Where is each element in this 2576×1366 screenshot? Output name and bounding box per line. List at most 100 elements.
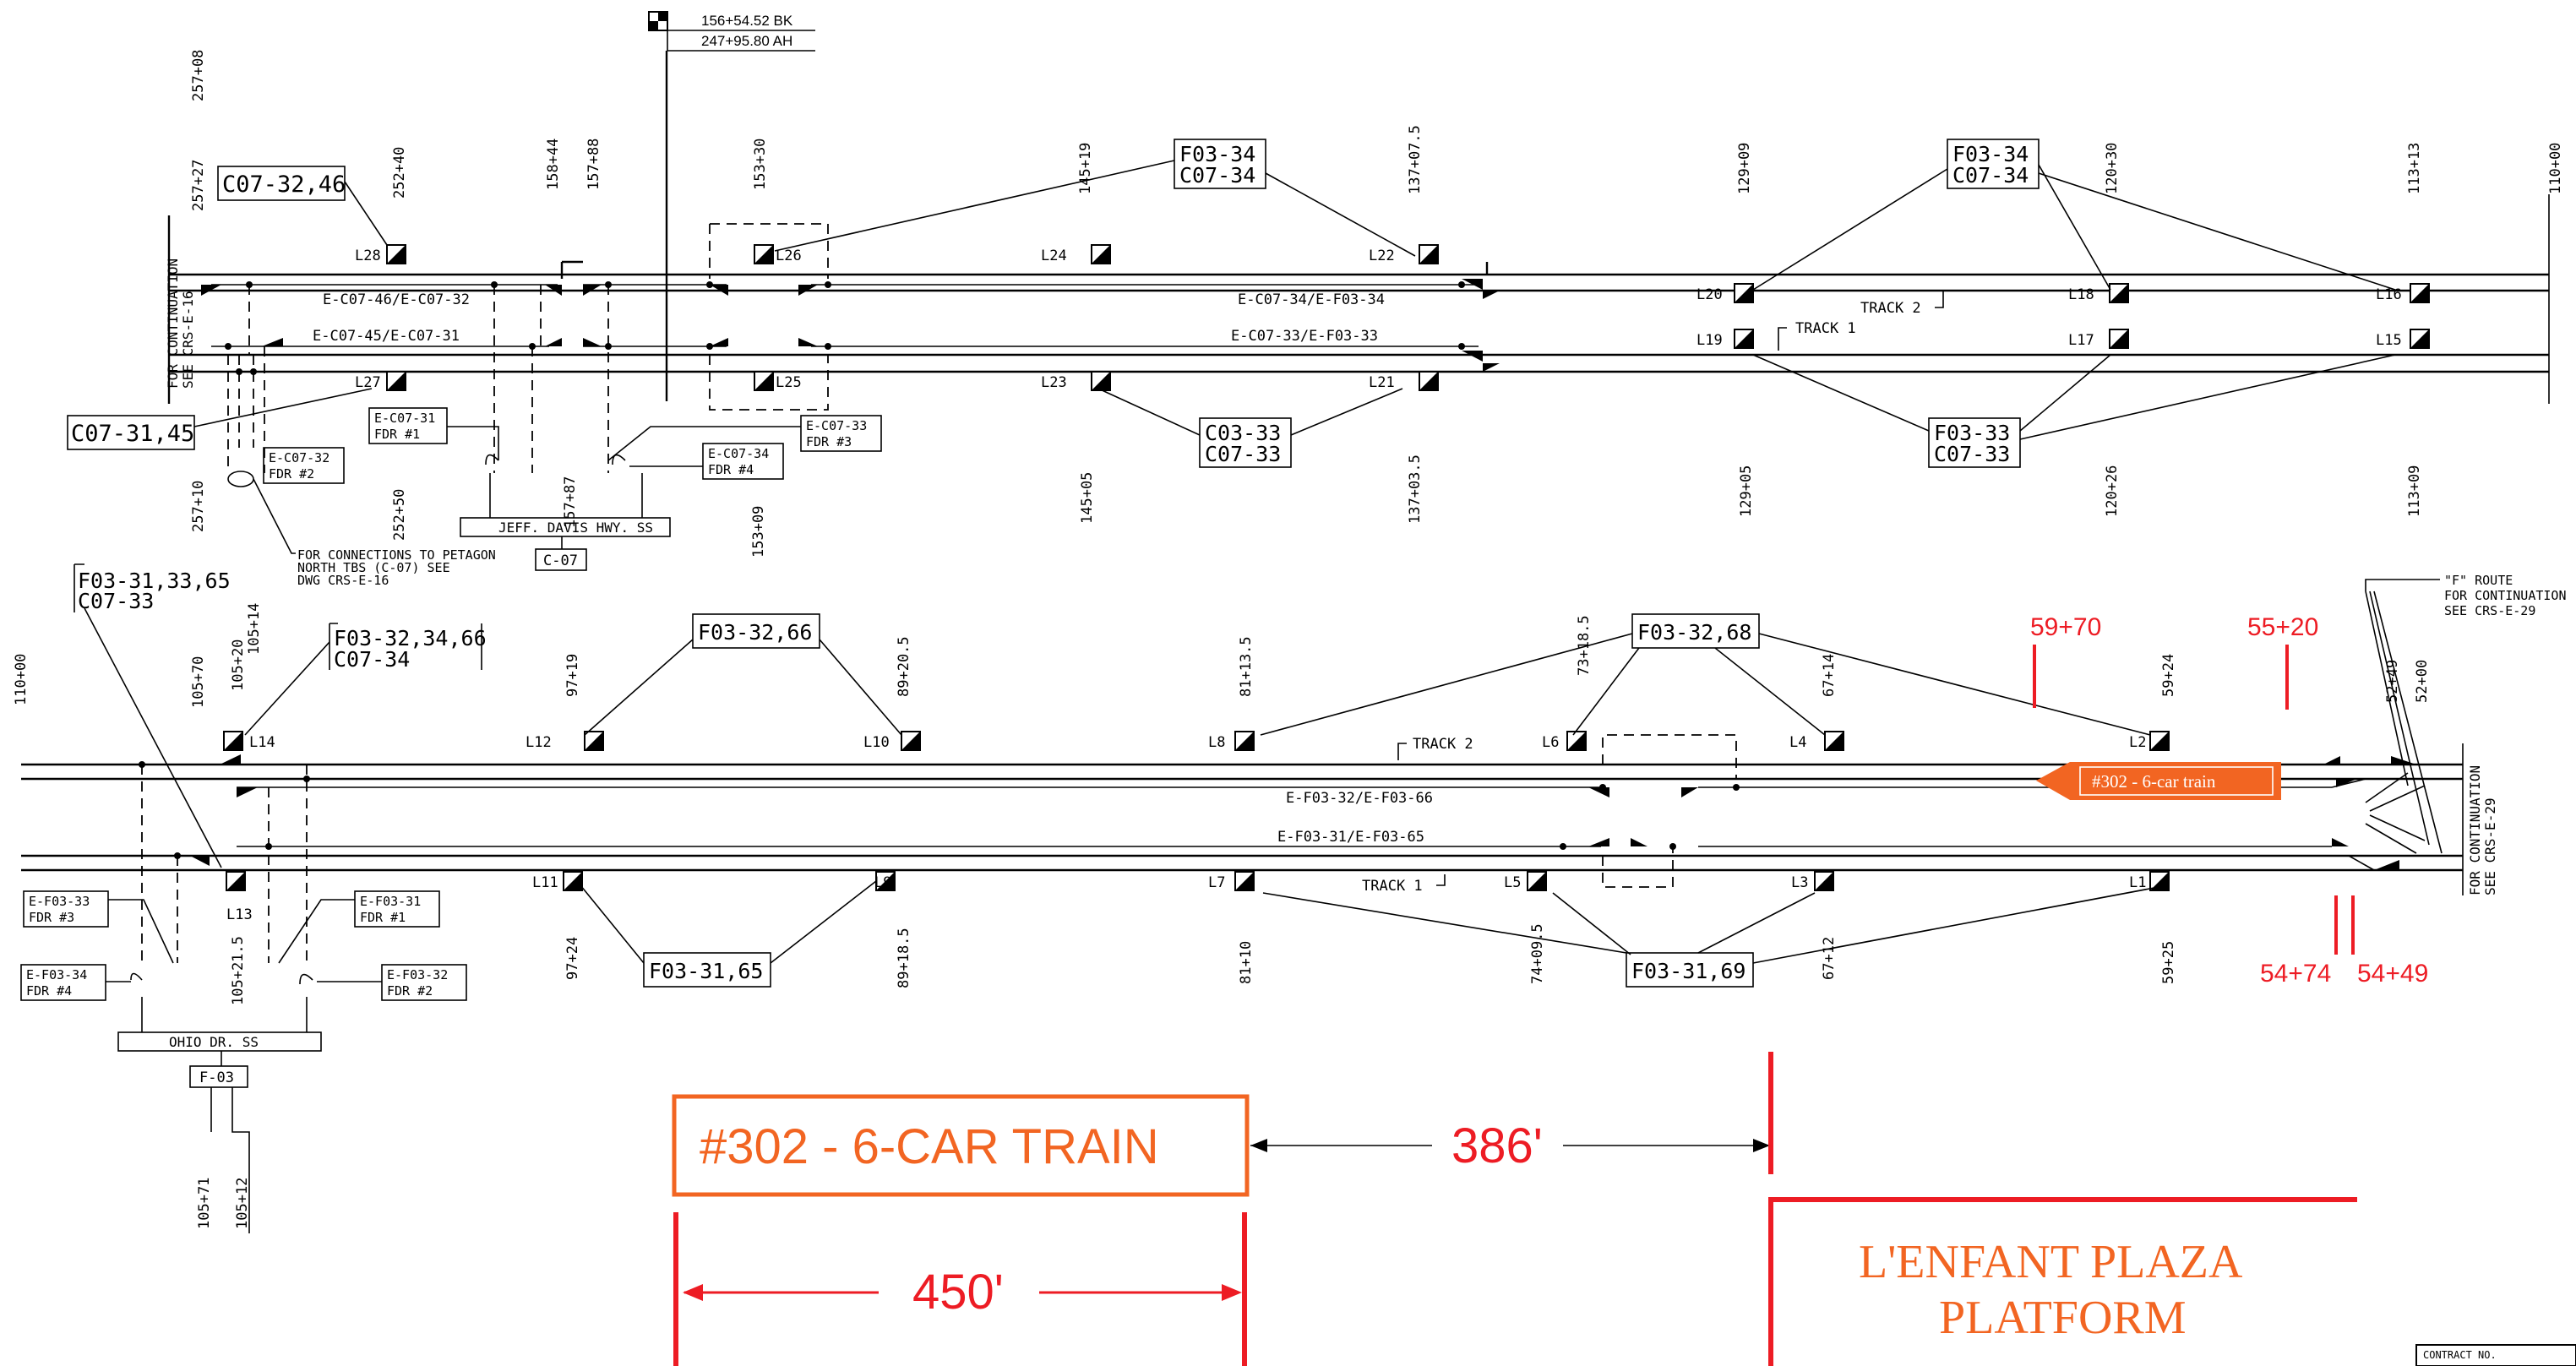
svg-text:450': 450' [912, 1265, 1004, 1320]
callout-f03-34-c07-34-right: F03-34 C07-34 [1752, 139, 2396, 291]
svg-text:FDR #4: FDR #4 [708, 462, 754, 477]
signal-light-l18: L18 [2068, 283, 2129, 303]
station-top-below: 137+03.5 [1407, 454, 1424, 524]
svg-text:L7: L7 [1208, 874, 1225, 891]
svg-text:E-F03-31: E-F03-31 [360, 894, 421, 909]
signal-light-l13: L13 [226, 871, 253, 923]
svg-text:FOR CONTINUATION: FOR CONTINUATION [2444, 588, 2567, 603]
svg-text:L10: L10 [863, 734, 890, 751]
svg-text:F03-34: F03-34 [1179, 142, 1255, 166]
cable-label-top-t1-left: E-C07-45/E-C07-31 [313, 328, 460, 345]
continuation-note-bottom-right: FOR CONTINUATION SEE CRS-E-29 [2467, 757, 2498, 895]
signal-light-l14: L14 [223, 731, 275, 751]
signal-light-l1: L1 [2129, 871, 2170, 891]
signal-light-l8: L8 [1208, 731, 1255, 751]
feeder-box-f03-33: E-F03-33 FDR #3 [23, 890, 174, 964]
station-top-above: 110+00 [2547, 143, 2564, 194]
station-bottom-below: 105+71 [196, 1178, 213, 1229]
svg-text:C07-33: C07-33 [1934, 442, 2010, 466]
station-top-above: 129+09 [1736, 143, 1753, 194]
station-bottom-above: 59+24 [2160, 654, 2177, 697]
svg-text:E-F03-34: E-F03-34 [26, 967, 87, 982]
signal-light-l23: L23 [1041, 371, 1111, 391]
callout-f03-31-69: F03-31,69 [1262, 886, 2159, 988]
station-bottom-below: 81+10 [1238, 941, 1255, 984]
svg-text:L24: L24 [1041, 248, 1067, 264]
feeder-box-f03-32: E-F03-32 FDR #2 [299, 964, 467, 1001]
svg-text:L5: L5 [1504, 874, 1521, 891]
top-track-1 [169, 353, 2549, 373]
signal-light-l16: L16 [2376, 283, 2430, 303]
svg-text:E-C07-33: E-C07-33 [806, 418, 867, 433]
cable-label-top-t1-right: E-C07-33/E-F03-33 [1231, 328, 1378, 345]
station-top-above: 257+08 [190, 50, 207, 101]
svg-text:JEFF. DAVIS HWY. SS: JEFF. DAVIS HWY. SS [498, 520, 653, 536]
station-top-above: 157+88 [585, 139, 602, 190]
dimension-450: 450' [673, 1212, 1247, 1366]
station-top-below: 113+09 [2406, 465, 2423, 517]
red-station-55-20: 55+20 [2247, 613, 2318, 710]
svg-text:FDR #2: FDR #2 [387, 983, 433, 999]
signal-light-l9: L9 [874, 871, 896, 891]
svg-text:E-C07-31: E-C07-31 [374, 411, 435, 426]
svg-text:L20: L20 [1696, 286, 1723, 303]
signal-light-l12: L12 [526, 731, 604, 751]
svg-text:F03-32,68: F03-32,68 [1637, 620, 1751, 645]
lenfant-plaza-platform: L'ENFANT PLAZA PLATFORM [1768, 1197, 2357, 1366]
station-top-below: 153+09 [750, 506, 767, 558]
svg-text:E-C07-34: E-C07-34 [708, 446, 769, 461]
svg-text:C07-32,46: C07-32,46 [222, 171, 346, 198]
svg-text:L4: L4 [1789, 734, 1806, 751]
station-bottom-above: 52+00 [2414, 660, 2431, 703]
svg-text:L9: L9 [874, 874, 891, 891]
cable-label-bot-t1: E-F03-31/E-F03-65 [1277, 829, 1424, 846]
signal-light-l19: L19 [1696, 329, 1754, 349]
station-bottom-above: 105+20 [230, 639, 247, 691]
svg-text:#302 - 6-CAR TRAIN: #302 - 6-CAR TRAIN [700, 1119, 1159, 1174]
callout-f03-31-65: F03-31,65 [576, 880, 877, 988]
svg-text:C07-34: C07-34 [334, 647, 410, 672]
svg-text:OHIO DR. SS: OHIO DR. SS [169, 1034, 259, 1050]
svg-text:F03-32,34,66: F03-32,34,66 [334, 626, 487, 650]
svg-text:C07-34: C07-34 [1179, 163, 1255, 188]
svg-text:L2: L2 [2129, 734, 2146, 751]
svg-text:L22: L22 [1369, 248, 1395, 264]
cable-label-top-t2-left: E-C07-46/E-C07-32 [323, 291, 470, 308]
signal-light-l27: L27 [355, 371, 406, 391]
svg-text:L28: L28 [355, 248, 381, 264]
station-top-above: 113+13 [2406, 143, 2423, 194]
substation-ohio-dr: OHIO DR. SS F-03 [117, 997, 322, 1233]
station-top-below: 129+05 [1738, 465, 1755, 517]
svg-text:E-F03-32: E-F03-32 [387, 967, 448, 982]
signal-light-l3: L3 [1791, 871, 1834, 891]
signal-light-l15: L15 [2376, 329, 2430, 349]
signal-light-l17: L17 [2068, 329, 2129, 349]
signal-light-l21: L21 [1369, 371, 1439, 391]
station-top-below: 257+10 [190, 481, 207, 532]
callout-f03-32-34-66: F03-32,34,66 C07-34 [244, 623, 487, 736]
station-bottom-above: 105+14 [246, 603, 263, 655]
svg-text:C07-33: C07-33 [1205, 442, 1281, 466]
svg-text:L13: L13 [226, 906, 253, 923]
station-top-above: 252+40 [391, 147, 408, 199]
svg-text:L14: L14 [249, 734, 275, 751]
svg-text:FDR #3: FDR #3 [806, 434, 852, 449]
svg-text:L18: L18 [2068, 286, 2094, 303]
svg-text:L15: L15 [2376, 332, 2402, 349]
callout-f03-31-33-65: F03-31,33,65 C07-33 [74, 563, 231, 868]
svg-text:F03-34: F03-34 [1952, 142, 2029, 166]
dimension-386: 386' [1250, 1052, 1773, 1174]
svg-text:CONTRACT NO.: CONTRACT NO. [2423, 1349, 2497, 1361]
svg-text:F-03: F-03 [199, 1069, 234, 1086]
svg-text:L21: L21 [1369, 374, 1395, 391]
station-bottom-above: 105+70 [190, 656, 207, 708]
svg-text:E-C07-32: E-C07-32 [269, 450, 329, 465]
signal-light-l20: L20 [1696, 283, 1754, 303]
svg-text:F03-32,66: F03-32,66 [698, 620, 812, 645]
station-top-above: 120+30 [2104, 143, 2121, 194]
station-top-below: 157+87 [562, 476, 579, 528]
